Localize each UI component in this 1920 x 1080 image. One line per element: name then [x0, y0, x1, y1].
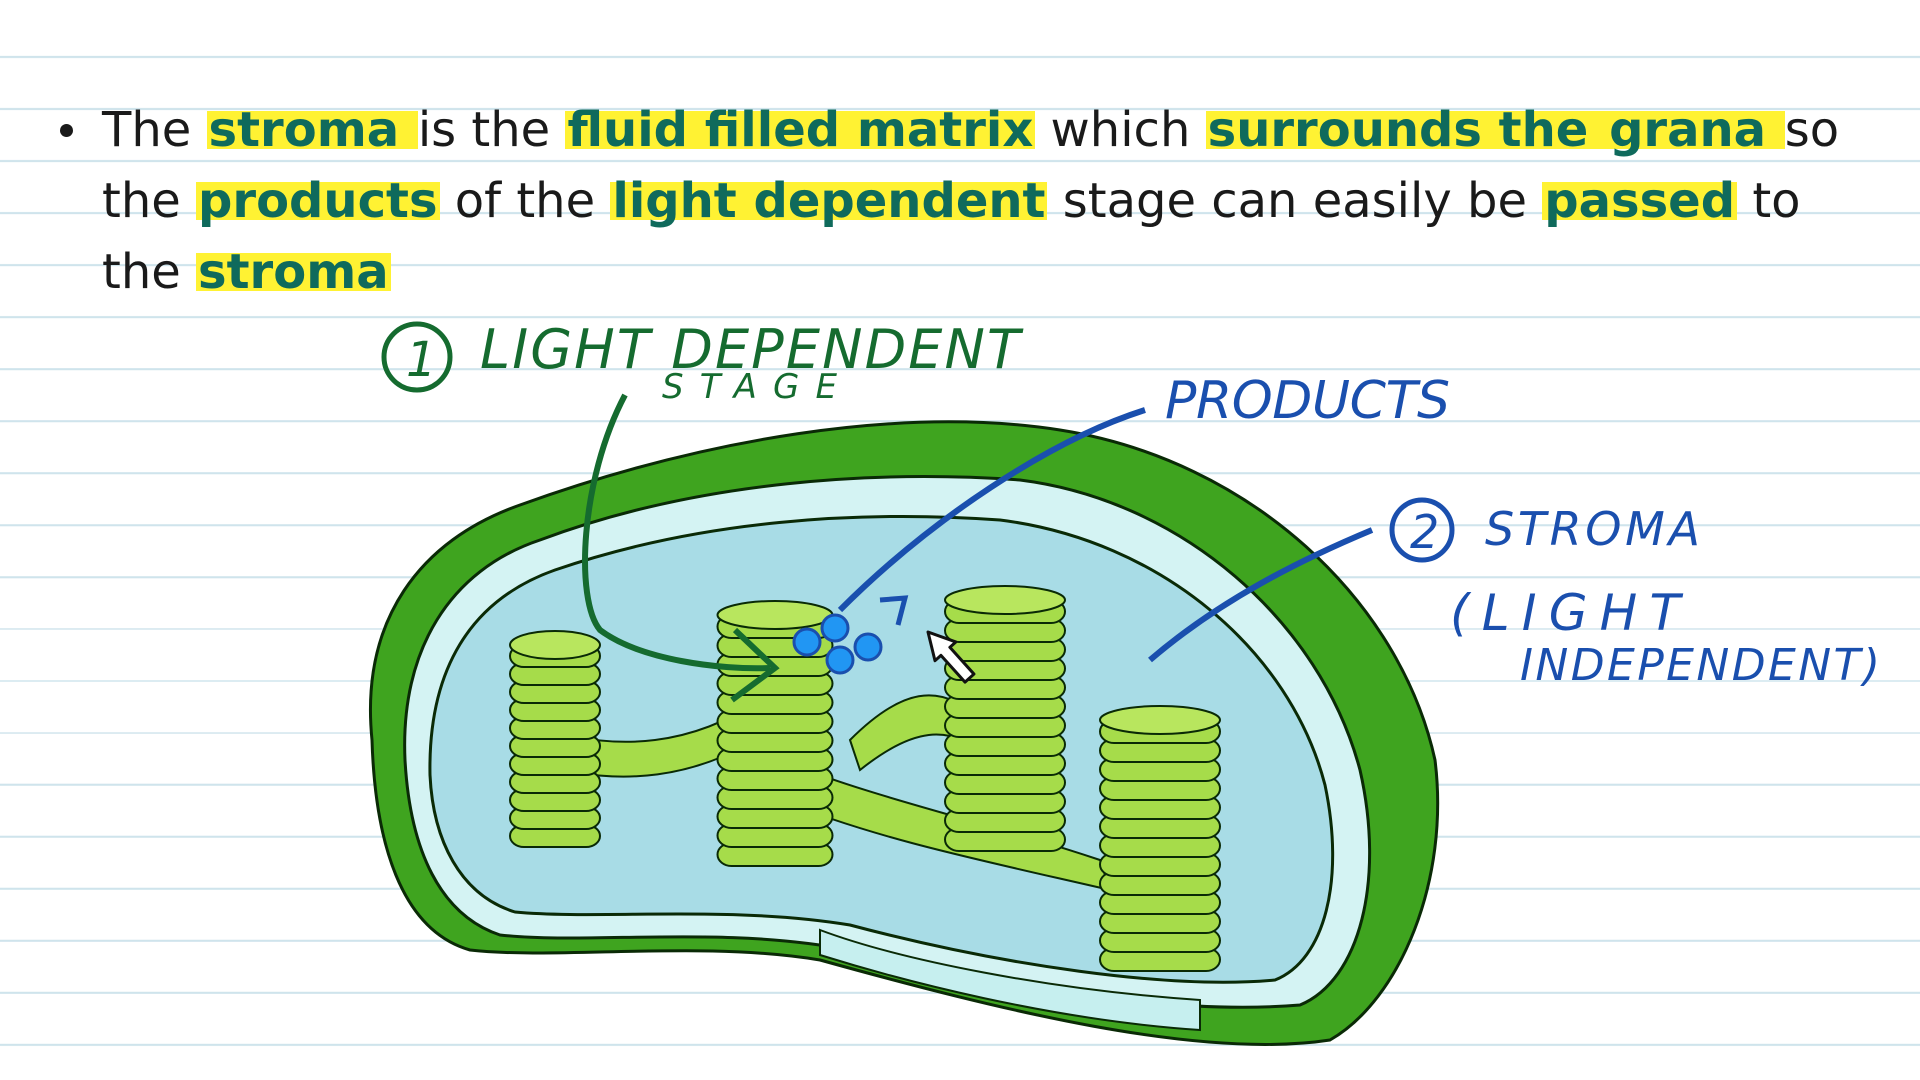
- step2-label-line3: INDEPENDENT): [1520, 640, 1880, 691]
- bullet-point: The stroma is the fluid filled matrix wh…: [60, 95, 1880, 308]
- grana-group: [509, 585, 1221, 972]
- granum-top: [1099, 705, 1221, 735]
- granum-top: [509, 630, 601, 660]
- bullet-text: The stroma is the fluid filled matrix wh…: [102, 102, 1839, 300]
- body-text: stage can easily be: [1047, 173, 1543, 229]
- step1-circle: [381, 321, 453, 393]
- products-arrow: [837, 407, 1146, 613]
- step2-circle: [1389, 497, 1455, 563]
- highlighted-keyword: light dependent: [610, 173, 1048, 229]
- step1-number: 1: [406, 332, 437, 388]
- body-text: The: [102, 102, 207, 158]
- product-dot: [853, 632, 883, 662]
- highlighted-keyword: products: [196, 173, 440, 229]
- product-dot: [820, 613, 850, 643]
- granum-top: [944, 585, 1066, 615]
- granum-top: [716, 600, 834, 630]
- step2-number: 2: [1410, 505, 1439, 559]
- step2-label-line2: (LIGHT: [1450, 584, 1683, 642]
- products-annotation: PRODUCTS: [792, 371, 1450, 675]
- body-text: is the: [417, 102, 566, 158]
- arrow-cursor-icon: [926, 630, 976, 684]
- step1-arrowhead: [730, 627, 780, 703]
- products-label: PRODUCTS: [1165, 371, 1450, 431]
- body-text: so the: [102, 102, 1840, 229]
- product-dot: [792, 627, 822, 657]
- products-arrowhead: [879, 595, 909, 626]
- product-dot: [825, 645, 855, 675]
- step1-annotation: 1 LIGHT DEPENDENT STAGE: [381, 318, 1024, 703]
- highlighted-keyword: stroma: [206, 102, 418, 158]
- body-text: which: [1035, 102, 1206, 158]
- bullet-dot: [60, 124, 73, 137]
- highlighted-keyword: fluid filled matrix: [565, 102, 1036, 158]
- body-text: to the: [102, 173, 1801, 300]
- highlighted-keyword: grana: [1607, 102, 1785, 158]
- cut-edge: [819, 928, 1201, 1032]
- step1-arrow: [582, 393, 771, 672]
- highlighted-keyword: surrounds the: [1205, 102, 1608, 158]
- step1-label-line1: LIGHT DEPENDENT: [480, 318, 1024, 381]
- highlighted-keyword: stroma: [196, 244, 391, 300]
- step2-line: [1148, 527, 1374, 663]
- body-text: of the: [439, 173, 611, 229]
- highlighted-keyword: passed: [1542, 173, 1738, 229]
- step2-label-line1: STROMA: [1485, 502, 1700, 556]
- notes-text: The stroma is the fluid filled matrix wh…: [60, 95, 1880, 308]
